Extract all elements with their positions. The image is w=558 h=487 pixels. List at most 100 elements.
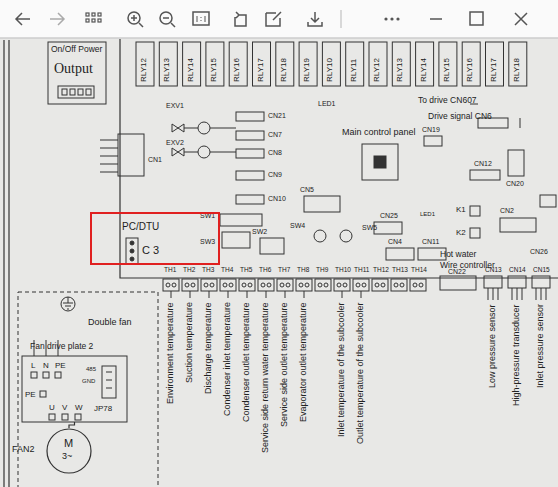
board-connectors — [236, 149, 264, 158]
part-label: TH12 — [373, 267, 389, 274]
sensor-label: RLY14 — [187, 58, 195, 82]
board-connectors — [374, 156, 386, 168]
fan-drive-art — [75, 414, 81, 420]
sensor-label: RLY18 — [280, 58, 288, 82]
relay-row — [509, 42, 527, 86]
part-label: TH2 — [183, 267, 195, 274]
sensor-label: RLY16 — [233, 58, 241, 82]
viewer-toolbar — [396, 17, 399, 20]
board-connectors — [236, 195, 264, 204]
pressure-wires — [488, 288, 546, 300]
node-text: PC/DTU — [122, 222, 159, 232]
part-label: K2 — [456, 229, 466, 237]
th-connectors — [171, 291, 172, 298]
fan-drive-art — [18, 292, 158, 487]
valves — [198, 146, 210, 158]
th-connectors — [391, 279, 407, 291]
sensor-label: Environment temperature — [166, 302, 175, 404]
part-label: PE — [55, 362, 66, 370]
part-label: LED1 — [318, 100, 336, 107]
th-connectors — [185, 283, 189, 287]
motor-circle: FAN2M3~ — [46, 428, 92, 474]
board-connectors — [222, 232, 250, 248]
sensor-label: High-pressure transducer — [512, 304, 521, 406]
th-connectors — [361, 291, 362, 298]
viewer-toolbar — [193, 12, 209, 25]
relay-row — [392, 42, 410, 86]
sensor-label: Inlet pressure sensor — [536, 304, 545, 388]
th-connectors — [210, 283, 214, 287]
viewer-toolbar — [384, 17, 387, 20]
th-connectors — [372, 279, 388, 291]
th-connectors — [362, 283, 366, 287]
part-label: TH4 — [221, 267, 233, 274]
part-label: CN20 — [506, 180, 524, 187]
node-text: Fan drive plate 2 — [30, 342, 93, 351]
th-connectors — [248, 283, 252, 287]
fan-drive-board: Fan drive plate 2 — [22, 340, 127, 422]
main-board — [120, 39, 558, 278]
sensor-label: Evaporator outlet temperature — [299, 302, 308, 422]
onoff-connector — [48, 42, 106, 104]
part-label: CN1 — [148, 156, 162, 163]
part-label: PE — [25, 391, 36, 399]
part-label: CN11 — [422, 238, 439, 245]
part-label: SW5 — [362, 224, 377, 231]
th-connectors — [209, 291, 210, 298]
th-connectors — [228, 291, 229, 298]
board-connectors — [314, 230, 326, 242]
sensor-label: RLY10 — [326, 58, 334, 82]
sensor-label: RLY15 — [210, 58, 218, 82]
node-text: Double fan — [88, 318, 132, 327]
relay-row — [369, 42, 387, 86]
part-label: CN14 — [509, 267, 526, 274]
sensor-label: Condenser inlet temperature — [223, 302, 232, 416]
relay-row — [439, 42, 457, 86]
fan-drive-art — [22, 356, 127, 422]
th-connectors — [315, 279, 331, 291]
part-label: CN13 — [485, 267, 502, 274]
board-connectors — [374, 222, 402, 234]
board-connectors — [508, 150, 524, 176]
th-connectors — [375, 283, 379, 287]
node-text: FAN2 — [12, 445, 35, 454]
part-label: To drive CN607 — [418, 96, 477, 105]
part-label: LED1 — [420, 211, 435, 217]
board-connectors — [340, 230, 352, 242]
viewer-toolbar — [384, 17, 399, 20]
part-label: Drive signal CN6 — [428, 112, 492, 121]
sensor-label: Low pressure sensor — [488, 304, 497, 388]
th-connectors — [277, 279, 293, 291]
sensor-label: Service side outlet temperature — [280, 302, 289, 427]
part-label: TH5 — [240, 267, 252, 274]
viewer-toolbar — [197, 16, 205, 22]
th-connectors — [163, 279, 179, 291]
pressure-wires — [508, 276, 526, 288]
part-label: TH3 — [202, 267, 214, 274]
pressure-wires — [484, 276, 550, 300]
sensor-label: RLY17 — [257, 58, 265, 82]
relay-row — [229, 42, 247, 86]
viewer-toolbar — [92, 13, 95, 16]
sensor-label: RLY13 — [396, 58, 404, 82]
relay-row — [299, 42, 317, 86]
viewer-toolbar — [98, 13, 101, 16]
relay-row — [183, 42, 201, 86]
fan-group: Double fanFan drive plate 2 FAN2M3~ — [18, 292, 158, 487]
onoff-connector — [78, 89, 83, 95]
board-connectors — [440, 276, 476, 290]
sensor-label: Outlet temperature of the subcooler — [356, 302, 365, 444]
part-label: SW4 — [290, 222, 305, 229]
power-box: On/Off PowerOutput — [48, 42, 106, 104]
board-connectors — [304, 196, 340, 212]
relay-row — [276, 42, 294, 86]
viewer-toolbar — [92, 19, 95, 22]
part-label: K1 — [456, 206, 466, 214]
sensor-label: RLY19 — [303, 58, 311, 82]
th-connectors — [419, 283, 423, 287]
viewer-toolbar — [0, 37, 558, 39]
th-connectors — [247, 291, 248, 298]
board-connectors — [100, 140, 118, 172]
board-connectors — [424, 136, 442, 146]
page-frame — [4, 40, 9, 487]
